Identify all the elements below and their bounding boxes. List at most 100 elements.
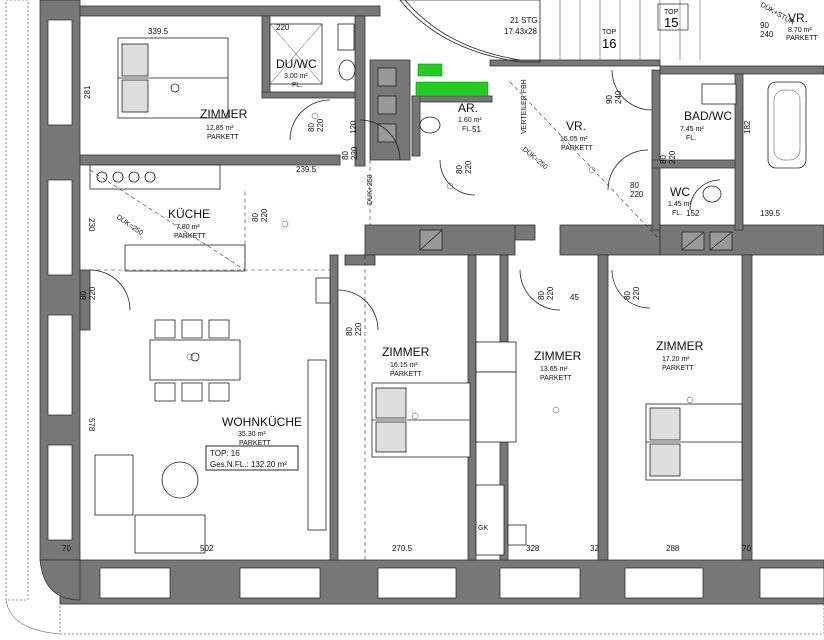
svg-text:240: 240 <box>760 30 774 39</box>
room-floor: PARKETT <box>207 134 239 141</box>
svg-text:220: 220 <box>354 322 363 336</box>
room-vr-right: VR. 8.70 m² PARKETT <box>786 11 818 42</box>
room-name: ZIMMER <box>534 349 582 363</box>
room-ar: AR. 1.60 m² FL. <box>458 101 482 133</box>
dim-120: 120 <box>349 120 358 134</box>
dim-182: 182 <box>743 120 752 134</box>
room-floor: PARKETT <box>786 35 818 42</box>
dim-230: 230 <box>87 218 96 232</box>
room-name: ZIMMER <box>200 107 248 121</box>
room-name: KÜCHE <box>168 207 210 221</box>
room-area: 1.60 m² <box>458 117 482 124</box>
svg-text:220: 220 <box>88 286 97 300</box>
room-floor: PARKETT <box>174 233 206 240</box>
room-area: 15.05 m² <box>560 136 588 143</box>
svg-text:80: 80 <box>630 181 639 190</box>
svg-text:80: 80 <box>623 291 632 300</box>
svg-text:220: 220 <box>668 150 677 164</box>
room-floor: PARKETT <box>239 440 271 447</box>
svg-text:220: 220 <box>464 160 473 174</box>
room-name: ZIMMER <box>382 345 430 359</box>
room-floor: PARKETT <box>540 375 572 382</box>
room-bad-wc: BAD/WC 7.45 m² FL. <box>680 109 732 142</box>
svg-text:80: 80 <box>345 327 354 336</box>
room-floor: FL. <box>462 126 472 133</box>
room-area: 1.45 m² <box>668 201 692 208</box>
room-kueche: KÜCHE 7.80 m² PARKETT <box>168 207 210 240</box>
dashed-lines <box>89 81 661 560</box>
dim-51: 51 <box>472 125 481 134</box>
dim-502: 502 <box>200 544 214 553</box>
svg-text:80: 80 <box>251 213 260 222</box>
dim-152: 152 <box>686 209 700 218</box>
dim-578: 578 <box>87 418 96 432</box>
svg-text:80: 80 <box>455 165 464 174</box>
room-name: DU/WC <box>276 57 317 71</box>
room-name: VR. <box>566 119 586 133</box>
duek-label-3: DÜK=250 <box>521 145 550 171</box>
dim-70-left: 70 <box>62 544 71 553</box>
room-du-wc: DU/WC 3.00 m² FL. <box>276 57 317 89</box>
stairs-dims: 17.43x28 <box>504 27 537 36</box>
top-16-number: 16 <box>602 36 616 51</box>
room-floor: FL. <box>672 210 682 217</box>
room-floor: PARKETT <box>662 365 694 372</box>
room-zimmer-2: ZIMMER 13.65 m² PARKETT <box>534 349 582 382</box>
dim-70-right: 70 <box>742 544 751 553</box>
stairs-label: 21 STG <box>510 16 538 25</box>
room-floor: FL. <box>686 135 696 142</box>
duek-label-1: DÜK=250 <box>115 213 145 237</box>
svg-text:80: 80 <box>79 291 88 300</box>
room-name: VR. <box>788 11 808 25</box>
top-16-prefix: TOP <box>602 29 617 36</box>
room-floor: PARKETT <box>390 371 422 378</box>
room-name: WC <box>670 185 690 199</box>
room-area: 7.45 m² <box>680 126 704 133</box>
exterior-walls <box>39 0 824 605</box>
unit-labels: TOP 16 TOP 15 <box>602 3 689 51</box>
svg-text:80: 80 <box>307 123 316 132</box>
room-area: 3.00 m² <box>284 73 308 80</box>
dim-139: 139.5 <box>760 209 781 218</box>
svg-text:90: 90 <box>760 21 769 30</box>
dim-281: 281 <box>83 85 92 99</box>
dim-339: 339.5 <box>148 27 169 36</box>
svg-text:220: 220 <box>546 286 555 300</box>
svg-text:90: 90 <box>605 95 614 104</box>
room-area: 16.15 m² <box>390 362 418 369</box>
info-gross-area: Ges.N.FL.: 132.20 m² <box>210 460 287 469</box>
room-vr-main: VR. 15.05 m² PARKETT <box>560 119 593 152</box>
electrical-symbols <box>186 112 694 420</box>
dim-220: 220 <box>276 23 290 32</box>
staircase: 21 STG 17.43x28 <box>404 0 701 61</box>
room-area: 13.65 m² <box>540 366 568 373</box>
gk-label: GK <box>478 525 488 532</box>
dim-239: 239.5 <box>296 165 317 174</box>
svg-text:220: 220 <box>260 208 269 222</box>
info-top: TOP: 16 <box>210 449 240 458</box>
room-name: BAD/WC <box>684 109 732 123</box>
room-zimmer-3: ZIMMER 17.20 m² PARKETT <box>656 339 704 372</box>
room-labels: ZIMMER 12.85 m² PARKETT DU/WC 3.00 m² FL… <box>168 11 818 447</box>
top-15-number: 15 <box>664 15 678 30</box>
dim-32: 32 <box>590 544 599 553</box>
svg-text:220: 220 <box>632 286 641 300</box>
room-zimmer-top-left: ZIMMER 12.85 m² PARKETT <box>200 107 248 141</box>
room-area: 35.30 m² <box>238 431 266 438</box>
furniture <box>89 23 807 556</box>
top-15-prefix: TOP <box>664 9 679 16</box>
svg-text:220: 220 <box>630 190 644 199</box>
dim-270: 270.5 <box>392 544 413 553</box>
room-zimmer-1: ZIMMER 16.15 m² PARKETT <box>382 345 430 378</box>
